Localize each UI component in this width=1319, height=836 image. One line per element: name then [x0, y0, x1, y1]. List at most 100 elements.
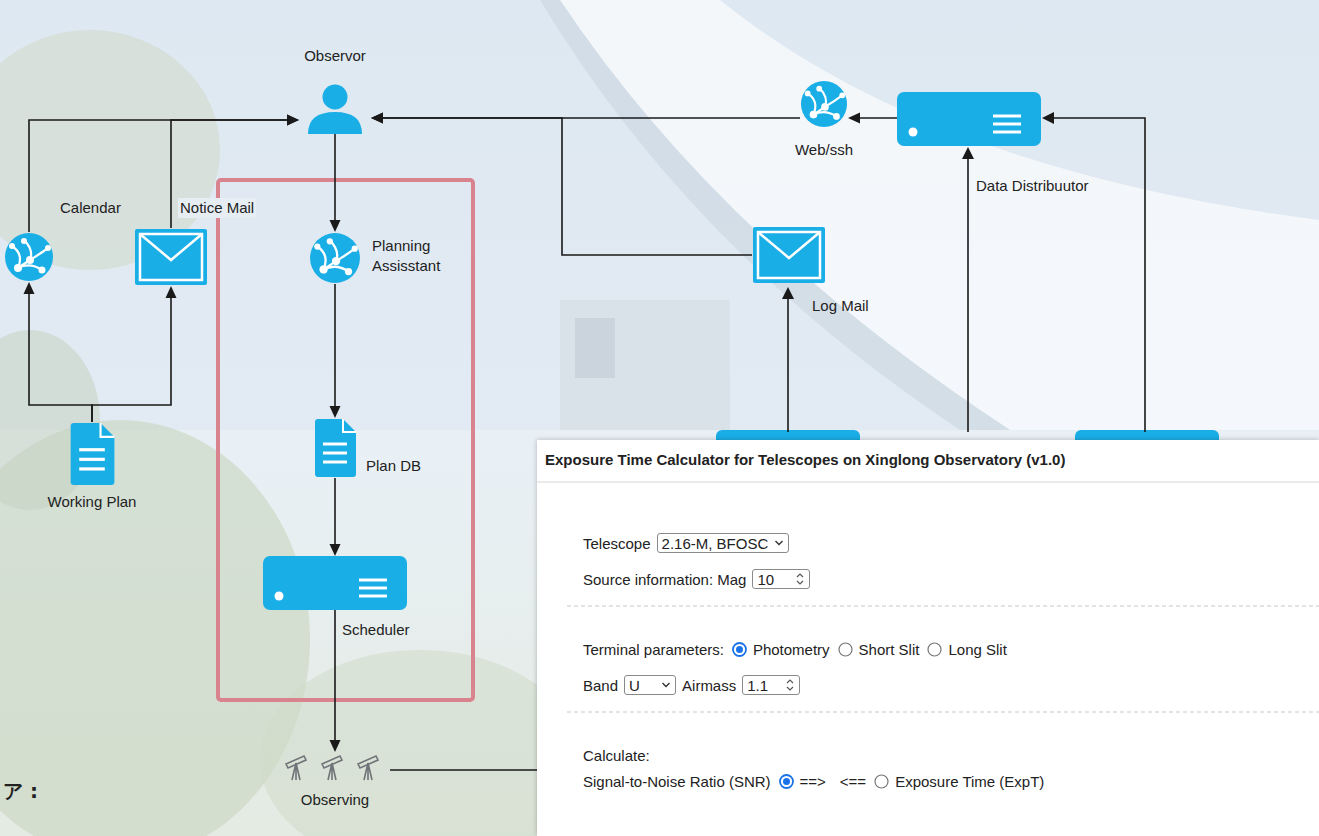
node-label: Calendar	[60, 198, 121, 218]
mail-icon	[134, 228, 208, 286]
form-label: Short Slit	[859, 641, 920, 658]
building-block	[560, 300, 730, 430]
node-label: Plan DB	[366, 456, 421, 476]
radio-dot	[783, 778, 790, 785]
chevron-line	[776, 541, 783, 545]
radio-ring	[839, 643, 852, 656]
radio-ring	[733, 643, 746, 656]
form-row: Calculate:	[583, 742, 650, 768]
connector-line	[92, 296, 171, 422]
connector	[330, 284, 341, 418]
node-label: Working Plan	[48, 492, 137, 512]
dropdown-select: 2.16-M, BFOSC	[657, 533, 790, 553]
node-label: Web/ssh	[795, 140, 853, 160]
icon-node: Scheduler	[263, 556, 407, 610]
connector-line	[29, 292, 92, 422]
form-label: <==	[840, 773, 866, 790]
connector-line	[171, 120, 289, 228]
foliage	[260, 650, 580, 836]
form-label: Terminal parameters:	[583, 641, 724, 658]
radio-unchecked	[838, 642, 853, 657]
form-label: Long Slit	[948, 641, 1006, 658]
input-value: 1.1	[747, 677, 768, 694]
icon-node: Plan DB	[313, 418, 357, 478]
radio-dot	[736, 646, 743, 653]
number-spinner	[795, 572, 805, 586]
radio-ring	[875, 775, 888, 788]
dropdown-chevron	[661, 680, 671, 690]
scopes-icon	[282, 752, 388, 782]
arrow-head	[1042, 112, 1054, 124]
highlight-box	[218, 180, 473, 700]
form-label: Photometry	[753, 641, 830, 658]
connector	[330, 478, 341, 556]
icon-node: Planning Assisstant	[309, 232, 361, 284]
flow-line	[390, 769, 545, 771]
panel-rule	[537, 482, 1319, 483]
node-label: Planning Assisstant	[372, 236, 468, 276]
building-shade	[540, 0, 1010, 430]
spinner-up	[787, 680, 793, 683]
panel-title: Exposure Time Calculator for Telescopes …	[545, 451, 1065, 468]
icon-node: Working Plan	[62, 422, 122, 486]
node-label: Notice Mail	[178, 198, 256, 218]
chevron-line	[663, 683, 670, 687]
form-row: Signal-to-Noise Ratio (SNR)==><==Exposur…	[583, 768, 1044, 794]
node-label: Data Distribuutor	[976, 176, 1089, 196]
icon-node: Data Distribuutor	[897, 92, 1041, 146]
mail-icon	[752, 226, 826, 284]
sky	[0, 0, 1319, 430]
connector-line	[858, 117, 897, 119]
number-input: 10	[752, 569, 810, 589]
connector-line	[334, 478, 336, 546]
connector	[330, 134, 341, 232]
calculator-panel: Exposure Time Calculator for Telescopes …	[537, 440, 1319, 836]
form-label: Telescope	[583, 535, 651, 552]
icon-node: Observor	[299, 84, 371, 134]
building-curve	[560, 0, 1319, 430]
connector-line	[29, 120, 289, 232]
connector	[848, 113, 897, 124]
edge-text: ア :	[3, 778, 38, 805]
flow-line	[787, 297, 789, 432]
node-label: Observor	[304, 46, 366, 66]
server-icon	[897, 92, 1041, 146]
dashed-rule	[567, 606, 1319, 607]
connector	[330, 610, 341, 752]
form-label: Source information: Mag	[583, 571, 746, 588]
spinner-down	[787, 687, 793, 690]
node-label: Observing	[301, 790, 369, 810]
dashed-rule	[567, 712, 1319, 713]
input-value: 10	[757, 571, 774, 588]
arrow-head	[782, 287, 794, 299]
form-label: Calculate:	[583, 747, 650, 764]
dropdown-select: U	[624, 675, 676, 695]
doc-icon	[313, 418, 357, 478]
connector	[371, 113, 752, 256]
icon-node: Web/ssh	[800, 80, 848, 128]
number-input: 1.1	[742, 675, 800, 695]
connector-line	[381, 118, 752, 255]
radio-ring	[780, 775, 793, 788]
select-value: U	[629, 677, 640, 694]
arrow-head	[962, 147, 974, 159]
number-spinner	[785, 678, 795, 692]
globe-icon	[309, 232, 361, 284]
form-row: Terminal parameters: Photometry Short Slit…	[583, 636, 1007, 662]
radio-unchecked	[874, 774, 889, 789]
form-label: Exposure Time (ExpT)	[895, 773, 1044, 790]
icon-node: Observing	[282, 752, 388, 782]
connector	[24, 282, 93, 422]
form-label: Band	[583, 677, 618, 694]
building-window	[575, 318, 615, 378]
form-label: Airmass	[682, 677, 736, 694]
icon-node: Log Mail	[752, 226, 826, 284]
flow-line	[1053, 118, 1145, 432]
connector-line	[334, 284, 336, 408]
globe-icon	[4, 232, 54, 282]
form-row: Source information: Mag 10	[583, 566, 816, 592]
connector-line	[334, 610, 336, 742]
globe-icon	[800, 80, 848, 128]
connector	[171, 115, 299, 229]
radio-ring	[928, 643, 941, 656]
